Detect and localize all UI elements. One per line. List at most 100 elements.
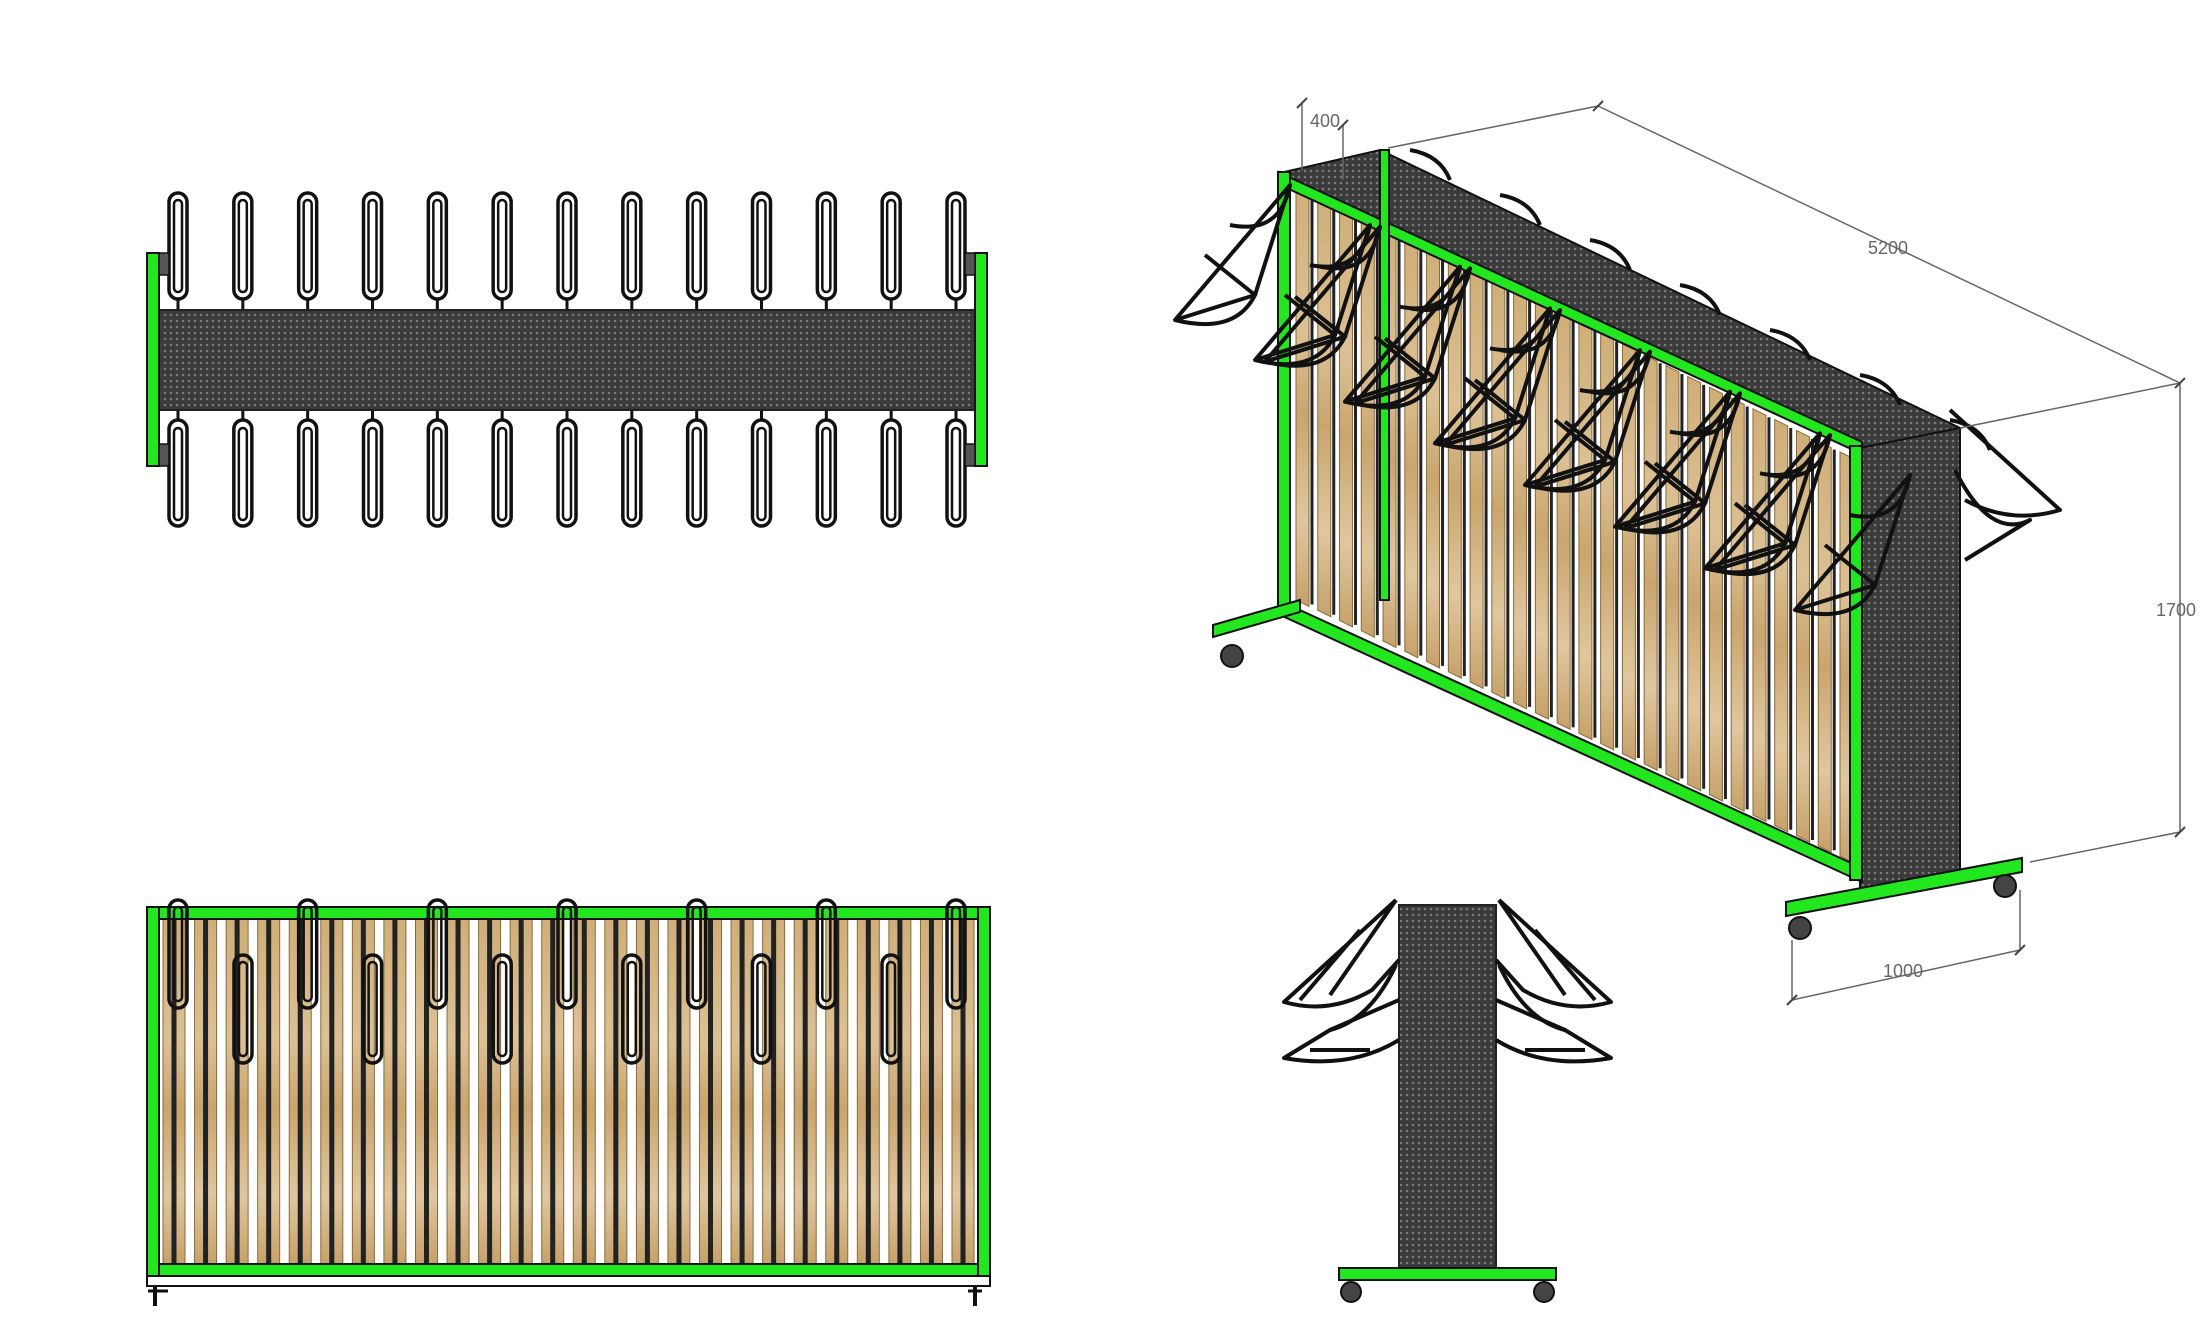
top-hook-lower-inner <box>950 426 962 522</box>
front-hook-lower-inner <box>626 960 638 1058</box>
top-hook-upper <box>880 191 902 301</box>
top-view-hooks-lower <box>167 410 967 528</box>
top-hook-lower-inner <box>302 426 313 522</box>
top-hook-upper <box>815 191 838 301</box>
front-hook-upper <box>556 898 578 1010</box>
iso-slat <box>1665 364 1680 782</box>
iso-back-hook <box>1589 238 1632 271</box>
top-hook-upper <box>491 191 513 301</box>
iso-slat <box>1752 407 1767 823</box>
top-hook-lower <box>621 418 643 528</box>
front-hook-upper <box>296 898 319 1010</box>
top-hook-lower <box>750 418 773 528</box>
iso-view-back-hooks <box>1409 148 2062 562</box>
dimension-base-width-label: 1000 <box>1883 961 1923 981</box>
front-hook-lower-inner <box>367 960 378 1058</box>
front-view-right-post <box>977 906 991 1277</box>
top-hook-upper <box>426 191 449 301</box>
side-view-left-caster <box>1340 1281 1362 1303</box>
top-hook-upper-inner <box>367 198 378 294</box>
top-hook-upper <box>296 191 319 301</box>
side-view-base <box>1338 1267 1557 1281</box>
iso-slat <box>1491 278 1506 700</box>
front-hook-lower <box>491 953 513 1065</box>
top-hook-lower-inner <box>367 426 378 522</box>
top-hook-lower-inner <box>691 426 702 522</box>
side-view-right-caster <box>1533 1281 1555 1303</box>
dimension-depth-label: 400 <box>1310 111 1340 131</box>
front-hook-lower <box>621 953 643 1065</box>
top-hook-lower <box>491 418 513 528</box>
iso-slat <box>1643 353 1658 772</box>
top-hook-lower-inner <box>626 426 638 522</box>
top-hook-upper-inner <box>561 198 573 294</box>
front-hook-upper <box>685 898 708 1010</box>
iso-back-hook <box>1769 328 1812 361</box>
iso-slat <box>1774 418 1789 833</box>
front-view-hooks-lower <box>232 953 902 1065</box>
iso-end-mesh-panel <box>1859 426 1961 892</box>
top-hook-lower <box>361 418 384 528</box>
iso-hook-upper <box>1173 183 1292 327</box>
front-view-hooks-upper <box>167 898 967 1010</box>
front-hook-lower <box>232 953 254 1065</box>
top-view-left-end-frame <box>146 252 170 467</box>
iso-slat <box>1317 191 1332 618</box>
front-hook-lower-inner <box>756 960 767 1058</box>
iso-slat <box>1817 440 1832 854</box>
top-hook-lower-inner <box>496 426 508 522</box>
dimension-ticks <box>1296 97 2186 1006</box>
front-hook-lower <box>750 953 773 1065</box>
top-hook-lower <box>426 418 449 528</box>
iso-slat <box>1730 397 1745 813</box>
top-hook-upper-inner <box>432 198 443 294</box>
top-hook-lower-inner <box>561 426 573 522</box>
iso-slat <box>1687 375 1702 792</box>
top-hook-lower-inner <box>885 426 897 522</box>
iso-slat <box>1556 310 1571 731</box>
top-hook-lower-inner <box>237 426 249 522</box>
front-view <box>146 898 991 1306</box>
front-hook-upper-inner <box>172 905 184 1003</box>
top-hook-lower <box>167 418 189 528</box>
top-hook-upper-inner <box>496 198 508 294</box>
iso-slat <box>1404 235 1419 659</box>
top-hook-upper-inner <box>950 198 962 294</box>
top-hook-upper-inner <box>172 198 184 294</box>
dimension-length-label: 5200 <box>1868 238 1908 258</box>
top-hook-upper-inner <box>821 198 832 294</box>
top-hook-lower <box>685 418 708 528</box>
front-hook-upper-inner <box>302 905 313 1003</box>
top-hook-upper <box>945 191 967 301</box>
top-view <box>146 191 988 528</box>
front-view-bottom-rail <box>146 1263 991 1277</box>
top-view-hooks-upper <box>167 191 967 310</box>
front-view-slats <box>162 918 975 1265</box>
top-hook-lower <box>880 418 902 528</box>
dimension-height-label: 1700 <box>2156 600 2196 620</box>
iso-view-slats <box>1295 181 1858 864</box>
front-hook-upper <box>167 898 189 1010</box>
front-hook-lower-inner <box>885 960 897 1058</box>
front-view-left-post <box>146 906 160 1277</box>
top-hook-upper-inner <box>885 198 897 294</box>
top-hook-upper <box>232 191 254 301</box>
front-hook-upper-inner <box>561 905 573 1003</box>
top-hook-lower-inner <box>756 426 767 522</box>
front-hook-lower <box>361 953 384 1065</box>
iso-slat <box>1469 267 1484 690</box>
front-hook-upper <box>815 898 838 1010</box>
iso-back-hook <box>1679 283 1722 316</box>
top-hook-lower-inner <box>821 426 832 522</box>
top-hook-upper-inner <box>756 198 767 294</box>
top-hook-upper-inner <box>691 198 702 294</box>
top-hook-lower-inner <box>432 426 443 522</box>
front-hook-lower-inner <box>237 960 249 1058</box>
top-hook-lower <box>556 418 578 528</box>
iso-bases <box>1212 598 2023 940</box>
top-hook-upper <box>361 191 384 301</box>
front-view-top-rail <box>146 906 991 920</box>
front-view-feet <box>148 1286 982 1306</box>
front-hook-upper <box>945 898 967 1010</box>
